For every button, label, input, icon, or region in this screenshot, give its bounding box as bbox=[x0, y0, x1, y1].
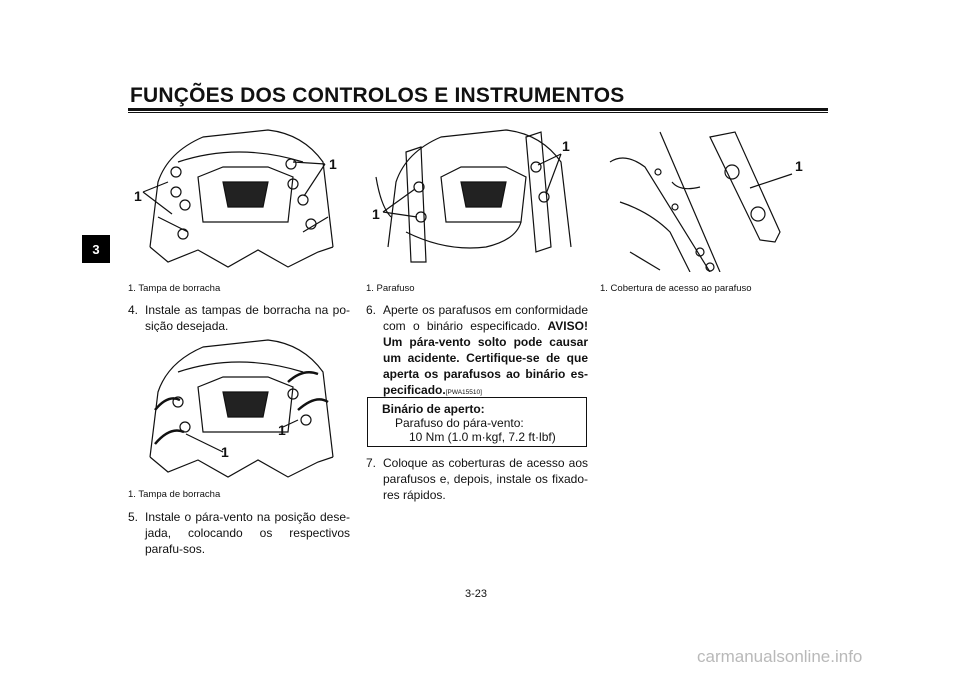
callout-middle: 1 bbox=[278, 422, 286, 438]
callout-right: 1 bbox=[562, 138, 570, 154]
callout-bottom: 1 bbox=[221, 444, 229, 460]
step-number: 7. bbox=[366, 456, 377, 470]
torque-item: Parafuso do pára-vento: bbox=[395, 416, 524, 430]
figure-3-caption: 1. Parafuso bbox=[366, 283, 415, 294]
figure-access-cover: 1 bbox=[600, 122, 822, 272]
figure-screws: 1 1 bbox=[366, 122, 588, 272]
page-title: FUNÇÕES DOS CONTROLOS E INSTRUMENTOS bbox=[130, 84, 625, 107]
page-number: 3-23 bbox=[465, 588, 488, 600]
torque-spec-box: Binário de aperto: Parafuso do pára-vent… bbox=[367, 397, 587, 447]
figure-rubber-caps-install: 1 1 bbox=[128, 332, 350, 482]
torque-value: 10 Nm (1.0 m·kgf, 7.2 ft·lbf) bbox=[409, 430, 556, 444]
step-text: Instale as tampas de borracha na po-siçã… bbox=[145, 303, 350, 333]
callout-right: 1 bbox=[795, 158, 803, 174]
callout-left: 1 bbox=[134, 188, 142, 204]
step-5: 5. Instale o pára-vento na posição dese-… bbox=[128, 509, 350, 557]
warning-code: [PWA15510] bbox=[445, 389, 482, 396]
warning-text: AVISO! Um pára-vento solto pode causar u… bbox=[383, 319, 588, 397]
torque-title: Binário de aperto: bbox=[382, 402, 485, 416]
header-rule-thin bbox=[128, 112, 828, 113]
chapter-tab: 3 bbox=[82, 235, 110, 263]
figure-1-caption: 1. Tampa de borracha bbox=[128, 283, 221, 294]
step-text: Instale o pára-vento na posição dese-jad… bbox=[145, 510, 350, 556]
header-rule bbox=[128, 108, 828, 111]
step-number: 6. bbox=[366, 303, 377, 317]
windshield-caps-arrows-illustration bbox=[149, 339, 334, 478]
figure-rubber-caps: 1 1 bbox=[128, 122, 350, 272]
windshield-front-illustration bbox=[142, 129, 334, 268]
watermark: carmanualsonline.info bbox=[697, 647, 863, 666]
step-text: Aperte os parafusos em conformidade com … bbox=[383, 303, 588, 333]
access-cover-illustration bbox=[609, 131, 793, 272]
callout-left: 1 bbox=[372, 206, 380, 222]
windshield-screws-illustration bbox=[375, 129, 572, 263]
step-number: 4. bbox=[128, 303, 139, 317]
step-number: 5. bbox=[128, 510, 139, 524]
callout-right: 1 bbox=[329, 156, 337, 172]
step-7: 7. Coloque as coberturas de acesso aos p… bbox=[366, 455, 588, 503]
step-6: 6. Aperte os parafusos em conformidade c… bbox=[366, 302, 588, 401]
figure-2-caption: 1. Tampa de borracha bbox=[128, 489, 221, 500]
figure-4-caption: 1. Cobertura de acesso ao parafuso bbox=[600, 283, 752, 294]
step-4: 4. Instale as tampas de borracha na po-s… bbox=[128, 302, 350, 334]
step-text: Coloque as coberturas de acesso aos para… bbox=[383, 456, 588, 502]
